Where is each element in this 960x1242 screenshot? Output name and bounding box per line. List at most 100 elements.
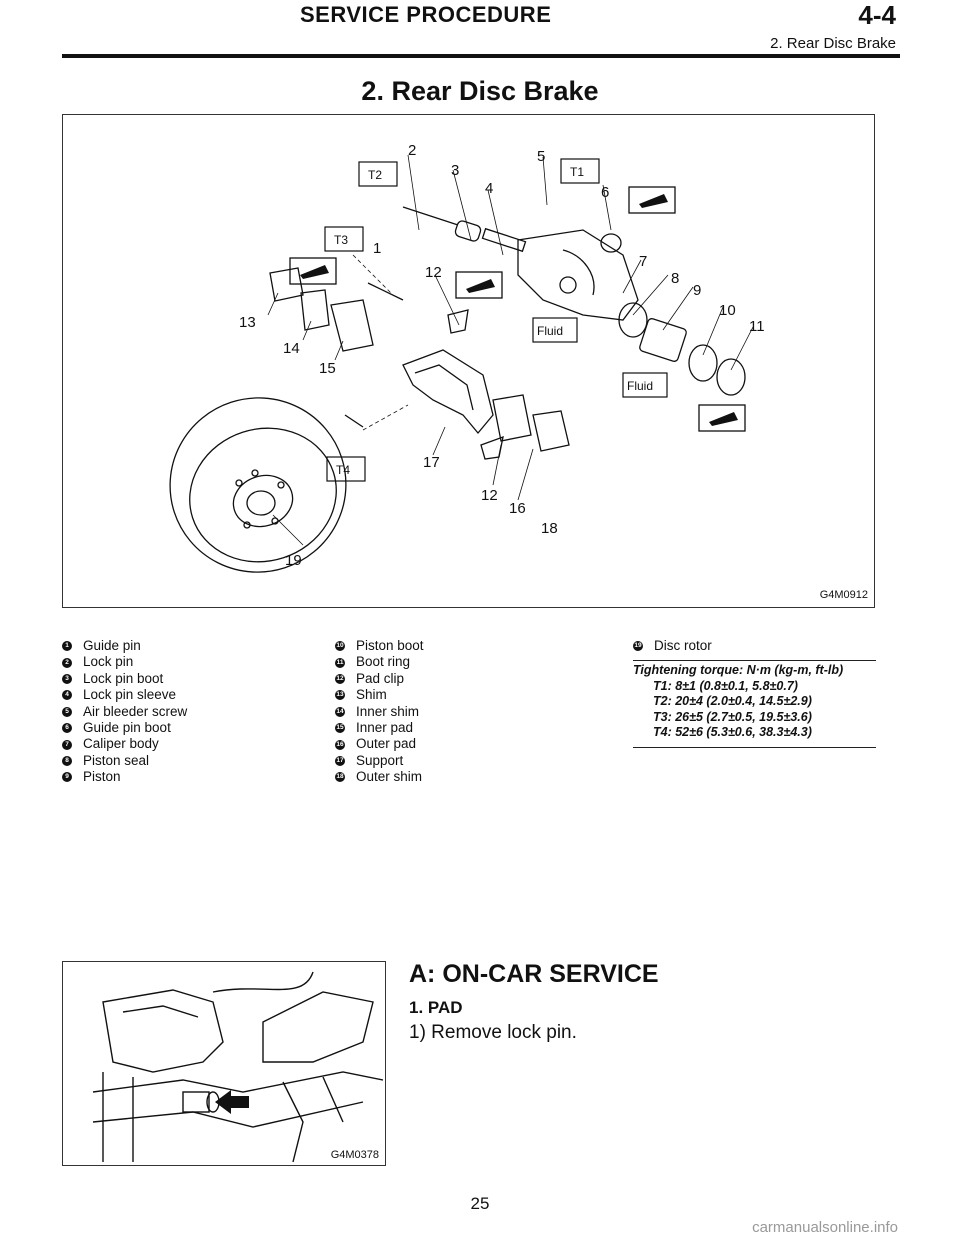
piston-boot (688, 344, 718, 382)
legend-item: 8 Piston seal (62, 753, 187, 769)
guide-pin-boot (600, 233, 622, 253)
callout-10: 10 (719, 302, 736, 319)
callout-badge: 12 (335, 673, 345, 684)
label-t3: T3 (334, 233, 348, 247)
callout-18: 18 (541, 520, 558, 537)
callout-badge: 4 (62, 690, 72, 701)
legend-item: 16 Outer pad (335, 736, 424, 752)
callout-badge: 10 (335, 641, 345, 652)
figure-code: G4M0912 (819, 589, 868, 601)
direction-arrow (215, 1090, 249, 1114)
callout-4: 4 (485, 180, 493, 197)
legend-item: 17 Support (335, 753, 424, 769)
callout-badge: 16 (335, 739, 345, 750)
outer-pad (492, 394, 532, 442)
callout-badge: 17 (335, 755, 345, 766)
lock-pin-boot (454, 220, 482, 242)
callout-badge: 8 (62, 755, 72, 766)
disc-rotor-hub (232, 474, 294, 528)
brake-exploded-diagram: T2 T1 T3 T4 Fluid Fluid 1 2 3 4 5 6 7 8 … (169, 142, 765, 573)
legend-item: 12 Pad clip (335, 671, 424, 687)
caliper-body (517, 229, 639, 321)
legend-text: Lock pin sleeve (83, 687, 177, 703)
pad-clip (447, 309, 469, 334)
legend-item: 6 Guide pin boot (62, 720, 187, 736)
caliper-illustration (92, 971, 384, 1163)
legend-text: Caliper body (83, 736, 159, 752)
callout-5: 5 (537, 148, 545, 165)
boot-ring (716, 358, 746, 396)
section-subheading: 1. PAD (409, 998, 463, 1017)
callout-17: 17 (423, 454, 440, 471)
callout-9: 9 (693, 282, 701, 299)
legend-text: Shim (356, 687, 387, 703)
guide-pin (367, 282, 404, 301)
legend-text: Support (356, 752, 404, 768)
callout-badge: 11 (335, 657, 345, 668)
callout-badge: 1 (62, 641, 72, 652)
legend-text: Inner pad (356, 719, 414, 735)
callout-6: 6 (601, 184, 609, 201)
legend-item: 7 Caliper body (62, 736, 187, 752)
torque-line: T2: 20±4 (2.0±0.4, 14.5±2.9) (653, 694, 812, 709)
legend-text: Pad clip (356, 670, 405, 686)
disc-rotor-inner (189, 427, 337, 563)
callout-badge: 13 (335, 690, 345, 701)
label-fluid-1: Fluid (537, 324, 563, 338)
inner-shim (300, 289, 330, 331)
callout-19: 19 (285, 552, 302, 569)
callout-12b: 12 (481, 487, 498, 504)
callout-badge: 9 (62, 772, 72, 783)
callout-badge: 2 (62, 657, 72, 668)
procedure-step: 1) Remove lock pin. (409, 1022, 577, 1043)
legend-item: 5 Air bleeder screw (62, 704, 187, 720)
legend-text: Guide pin boot (83, 719, 171, 735)
support-bracket (402, 349, 494, 435)
callout-11: 11 (749, 318, 765, 335)
callout-badge: 7 (62, 739, 72, 750)
shim (269, 267, 304, 302)
lock-pin-sleeve (481, 227, 527, 253)
disc-rotor-outer (169, 397, 347, 573)
piston-seal (618, 302, 648, 338)
callout-badge: 3 (62, 673, 72, 684)
figure-code: G4M0378 (330, 1149, 379, 1161)
label-fluid-2: Fluid (627, 379, 653, 393)
legend-text: Outer shim (356, 769, 423, 785)
legend-text: Lock pin (83, 654, 134, 670)
torque-line: T1: 8±1 (0.8±0.1, 5.8±0.7) (653, 678, 798, 693)
watermark: carmanualsonline.info (752, 1219, 898, 1236)
legend-item: 10 Piston boot (335, 638, 424, 654)
torque-heading: Tightening torque: N·m (kg-m, ft-lb) (633, 663, 844, 677)
legend-text: Air bleeder screw (83, 703, 188, 719)
callout-badge: 14 (335, 706, 345, 717)
callout-14: 14 (283, 340, 300, 357)
legend-text: Lock pin boot (83, 670, 164, 686)
legend-item: 11 Boot ring (335, 654, 424, 670)
header-rule (62, 54, 900, 58)
legend-text: Piston boot (356, 638, 424, 653)
support-bolt (344, 414, 364, 428)
legend-text: Boot ring (356, 654, 411, 670)
legend-item: 2 Lock pin (62, 654, 187, 670)
legend-item: 3 Lock pin boot (62, 671, 187, 687)
legend-text: Disc rotor (654, 638, 712, 653)
section-code: 4-4 (858, 0, 896, 30)
callout-16: 16 (509, 500, 526, 517)
callout-badge: 5 (62, 706, 72, 717)
page-number: 25 (470, 1194, 490, 1213)
callout-badge: 6 (62, 723, 72, 734)
callout-2: 2 (408, 142, 416, 159)
legend-text: Outer pad (356, 736, 417, 752)
callout-badge: 18 (335, 772, 345, 783)
legend-text: Piston seal (83, 752, 150, 768)
callout-8: 8 (671, 270, 679, 287)
